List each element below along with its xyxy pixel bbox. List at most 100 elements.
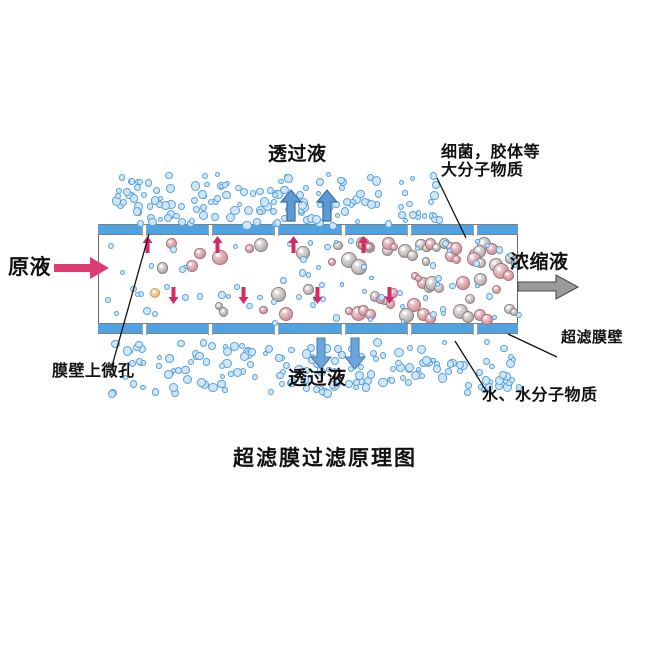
water-molecule bbox=[437, 373, 447, 383]
solute-particle bbox=[449, 242, 463, 255]
membrane-pore bbox=[341, 225, 346, 236]
water-molecule bbox=[207, 198, 214, 205]
water-molecule bbox=[190, 196, 199, 204]
solute-particle bbox=[245, 244, 254, 254]
water-molecule bbox=[307, 240, 313, 246]
water-molecule bbox=[441, 340, 448, 346]
label-water-molecules: 水、水分子物质 bbox=[482, 387, 598, 404]
water-molecule bbox=[221, 190, 231, 200]
water-molecule bbox=[236, 202, 243, 208]
water-molecule bbox=[491, 314, 497, 320]
solute-particle bbox=[510, 307, 519, 316]
water-molecule bbox=[157, 216, 164, 223]
water-molecule bbox=[343, 198, 352, 207]
water-molecule bbox=[150, 195, 160, 205]
water-molecule bbox=[369, 349, 378, 357]
water-molecule bbox=[331, 357, 340, 366]
water-molecule bbox=[390, 365, 396, 372]
water-molecule bbox=[269, 208, 278, 216]
water-molecule bbox=[155, 363, 162, 369]
label-permeate-top: 透过液 bbox=[268, 144, 327, 165]
water-molecule bbox=[148, 217, 158, 227]
leader-membrane-wall bbox=[507, 333, 558, 358]
flow-down-arrow bbox=[312, 287, 323, 305]
water-molecule bbox=[427, 198, 435, 206]
flow-up-arrow bbox=[212, 236, 223, 254]
water-molecule bbox=[353, 385, 359, 391]
water-molecule bbox=[239, 352, 249, 362]
water-molecule bbox=[389, 377, 396, 384]
water-molecule bbox=[398, 204, 405, 211]
water-molecule bbox=[247, 361, 255, 368]
water-molecule bbox=[122, 374, 128, 381]
water-molecule bbox=[406, 200, 413, 208]
water-molecule bbox=[340, 207, 349, 216]
water-molecule bbox=[339, 282, 345, 287]
membrane-pore bbox=[142, 225, 147, 236]
concentrate-arrow bbox=[517, 273, 580, 301]
water-molecule bbox=[233, 244, 239, 250]
water-molecule bbox=[366, 199, 377, 210]
water-molecule bbox=[464, 388, 472, 396]
water-molecule bbox=[163, 213, 173, 222]
water-molecule bbox=[199, 211, 208, 220]
solute-particle bbox=[186, 259, 198, 272]
flow-up-arrow bbox=[288, 236, 299, 254]
water-molecule bbox=[395, 360, 402, 367]
solute-particle bbox=[328, 257, 337, 266]
water-molecule bbox=[133, 184, 141, 192]
solute-particle bbox=[214, 301, 223, 311]
water-molecule bbox=[282, 362, 290, 370]
water-molecule bbox=[188, 217, 196, 225]
water-molecule bbox=[416, 345, 426, 355]
water-molecule bbox=[303, 385, 310, 392]
membrane-pore bbox=[407, 225, 412, 236]
water-molecule bbox=[217, 379, 226, 389]
water-molecule bbox=[180, 365, 190, 375]
solute-particle bbox=[431, 243, 442, 253]
solute-particle bbox=[258, 305, 268, 315]
water-molecule bbox=[300, 256, 308, 264]
water-molecule bbox=[374, 190, 383, 198]
water-molecule bbox=[178, 266, 187, 274]
membrane-wall-top bbox=[98, 224, 518, 236]
solute-particle bbox=[254, 238, 269, 253]
membrane-pore bbox=[473, 225, 478, 236]
water-molecule bbox=[403, 217, 409, 224]
water-molecule bbox=[508, 251, 515, 259]
solute-particle bbox=[344, 307, 353, 316]
water-molecule bbox=[402, 190, 408, 196]
solute-particle bbox=[150, 288, 160, 298]
water-molecule bbox=[400, 319, 406, 324]
water-molecule bbox=[248, 348, 256, 356]
membrane-pore bbox=[208, 225, 213, 236]
water-molecule bbox=[172, 212, 180, 220]
membrane-pore bbox=[274, 225, 279, 236]
water-molecule bbox=[475, 239, 480, 244]
water-molecule bbox=[318, 389, 325, 396]
solute-particle bbox=[491, 284, 502, 294]
water-molecule bbox=[275, 354, 283, 362]
water-molecule bbox=[151, 310, 159, 318]
water-molecule bbox=[188, 359, 194, 366]
water-molecule bbox=[429, 261, 437, 269]
water-molecule bbox=[239, 187, 248, 196]
channel-right-wall bbox=[516, 224, 518, 334]
water-molecule bbox=[316, 178, 325, 187]
water-molecule bbox=[140, 191, 148, 199]
water-molecule bbox=[495, 246, 503, 254]
water-molecule bbox=[371, 176, 382, 186]
water-molecule bbox=[445, 367, 452, 375]
water-molecule bbox=[226, 213, 236, 223]
water-molecule bbox=[177, 339, 186, 348]
water-molecule bbox=[434, 281, 440, 287]
water-molecule bbox=[366, 370, 376, 379]
water-molecule bbox=[422, 356, 431, 365]
water-molecule bbox=[144, 179, 153, 187]
water-molecule bbox=[500, 344, 508, 352]
water-molecule bbox=[299, 269, 307, 277]
water-molecule bbox=[196, 378, 206, 388]
water-molecule bbox=[116, 188, 122, 195]
water-molecule bbox=[394, 347, 404, 358]
